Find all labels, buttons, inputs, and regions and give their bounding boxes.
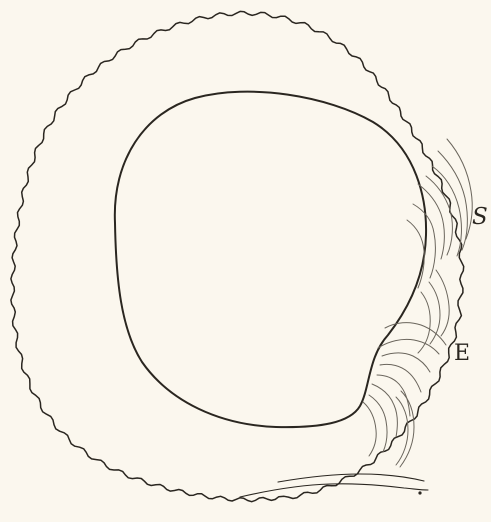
strand-line — [438, 151, 467, 250]
label-e: E — [454, 343, 470, 365]
strands-lower-group — [363, 323, 446, 467]
strand-line — [380, 364, 421, 392]
label-s: S — [472, 206, 488, 229]
inner-contour — [115, 92, 426, 427]
strands-upper-group — [407, 139, 472, 353]
strand-line — [418, 292, 430, 353]
strand-line — [429, 282, 440, 344]
strand-line — [447, 139, 472, 239]
strand-line — [407, 220, 424, 288]
strand-line — [432, 166, 461, 256]
strand-line — [369, 395, 387, 452]
rim-line — [278, 474, 424, 482]
outer-contour — [11, 11, 464, 501]
strand-line — [363, 402, 376, 456]
strand-line — [436, 270, 449, 336]
strand-line — [426, 176, 452, 255]
small-dot — [418, 491, 421, 494]
strand-line — [396, 397, 408, 465]
strand-line — [378, 339, 439, 354]
strand-line — [382, 353, 430, 372]
